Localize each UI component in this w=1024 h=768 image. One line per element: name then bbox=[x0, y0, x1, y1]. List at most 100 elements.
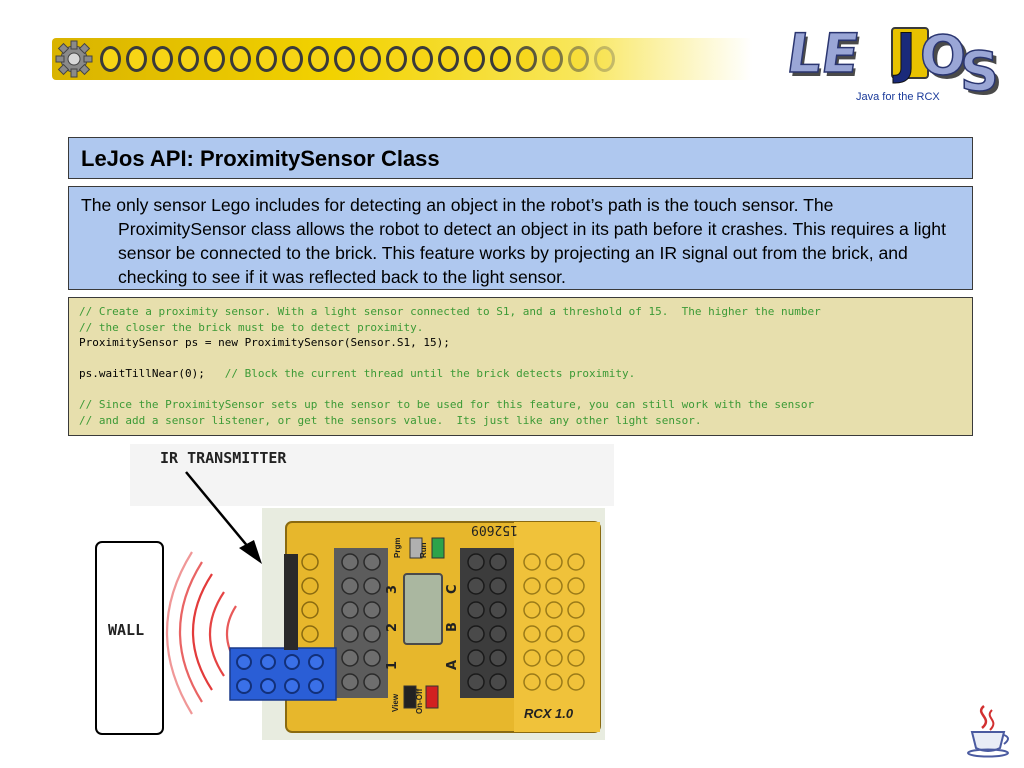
stud-icon bbox=[126, 46, 147, 72]
studs-row bbox=[100, 46, 615, 72]
svg-text:J: J bbox=[892, 22, 916, 85]
stud-icon bbox=[386, 46, 407, 72]
lego-stud-icon bbox=[341, 673, 359, 691]
lcd-display bbox=[403, 573, 443, 645]
stud-icon bbox=[542, 46, 563, 72]
port-2-label: 2 bbox=[385, 623, 400, 632]
lego-stud-icon bbox=[567, 649, 585, 667]
page-title: LeJos API: ProximitySensor Class bbox=[81, 146, 440, 171]
blue-stud-icon bbox=[236, 654, 252, 670]
lego-stud-icon bbox=[545, 601, 563, 619]
lego-stud-icon bbox=[489, 625, 507, 643]
svg-text:LE: LE bbox=[788, 26, 866, 89]
lego-stud-icon bbox=[523, 577, 541, 595]
logo-tagline: Java for the RCX bbox=[856, 91, 940, 103]
lego-stud-icon bbox=[545, 673, 563, 691]
title-box: LeJos API: ProximitySensor Class bbox=[68, 137, 973, 179]
blue-stud-icon bbox=[308, 678, 324, 694]
stud-icon bbox=[204, 46, 225, 72]
svg-text:LE: LE bbox=[788, 22, 863, 85]
arrow-head-icon bbox=[239, 540, 262, 564]
wall-label: WALL bbox=[108, 621, 144, 639]
lego-stud-icon bbox=[467, 625, 485, 643]
code-statement: ps.waitTillNear(0); bbox=[79, 367, 225, 380]
code-comment-line: // and add a sensor listener, or get the… bbox=[79, 413, 702, 427]
lego-stud-icon bbox=[523, 673, 541, 691]
run-button bbox=[431, 537, 445, 559]
lego-stud-icon bbox=[363, 577, 381, 595]
stud-icon bbox=[360, 46, 381, 72]
gear-icon bbox=[55, 40, 93, 78]
lego-stud-icon bbox=[523, 649, 541, 667]
lego-stud-icon bbox=[363, 601, 381, 619]
svg-text:S: S bbox=[964, 44, 1003, 106]
header-banner bbox=[52, 38, 752, 80]
blue-stud-icon bbox=[284, 678, 300, 694]
svg-text:S: S bbox=[960, 40, 999, 103]
java-cup-icon bbox=[967, 705, 1009, 758]
port-b-label: B bbox=[445, 622, 460, 632]
code-blank-line bbox=[79, 382, 972, 398]
stud-icon bbox=[256, 46, 277, 72]
lego-stud-icon bbox=[567, 601, 585, 619]
stud-icon bbox=[412, 46, 433, 72]
run-label: Run bbox=[419, 542, 428, 558]
stud-icon bbox=[516, 46, 537, 72]
lego-stud-icon bbox=[523, 601, 541, 619]
stud-icon bbox=[230, 46, 251, 72]
lego-stud-icon bbox=[545, 577, 563, 595]
code-comment-line: // the closer the brick must be to detec… bbox=[79, 320, 424, 334]
lego-stud-icon bbox=[341, 601, 359, 619]
code-blank-line bbox=[79, 351, 972, 367]
onoff-button bbox=[425, 685, 439, 709]
stud-icon bbox=[178, 46, 199, 72]
stud-icon bbox=[490, 46, 511, 72]
code-inline-comment: // Block the current thread until the br… bbox=[224, 367, 636, 380]
blue-stud-icon bbox=[260, 654, 276, 670]
blue-stud-icon bbox=[260, 678, 276, 694]
lejos-logo: LE LE J O O S S bbox=[788, 21, 1003, 106]
lego-stud-icon bbox=[545, 625, 563, 643]
ir-window bbox=[284, 554, 298, 650]
lego-stud-icon bbox=[341, 649, 359, 667]
wall-shape bbox=[95, 541, 164, 735]
lego-stud-icon bbox=[363, 649, 381, 667]
right-stud-block bbox=[460, 548, 514, 698]
view-button bbox=[403, 685, 417, 709]
port-1-label: 1 bbox=[385, 661, 400, 670]
onoff-label: On-Off bbox=[415, 688, 424, 714]
lego-stud-icon bbox=[545, 553, 563, 571]
lego-stud-icon bbox=[567, 577, 585, 595]
lego-stud-icon bbox=[489, 553, 507, 571]
description-text: The only sensor Lego includes for detect… bbox=[81, 195, 946, 287]
code-block: // Create a proximity sensor. With a lig… bbox=[68, 297, 973, 436]
code-comment-line: // Since the ProximitySensor sets up the… bbox=[79, 398, 815, 411]
stud-icon bbox=[568, 46, 589, 72]
stud-icon bbox=[438, 46, 459, 72]
lego-stud-icon bbox=[341, 577, 359, 595]
svg-text:O: O bbox=[920, 24, 966, 87]
rcx-illustration: IR TRANSMITTER WALL Prgm Run View On-Off… bbox=[95, 444, 614, 740]
brick-studs bbox=[301, 553, 585, 691]
lego-stud-icon bbox=[467, 673, 485, 691]
lego-stud-icon bbox=[467, 649, 485, 667]
port-3-label: 3 bbox=[385, 585, 400, 594]
lego-stud-icon bbox=[363, 625, 381, 643]
stud-icon bbox=[594, 46, 615, 72]
blue-stud-icon bbox=[236, 678, 252, 694]
lego-stud-icon bbox=[467, 577, 485, 595]
ir-waves bbox=[165, 551, 237, 715]
lego-stud-icon bbox=[341, 553, 359, 571]
lego-stud-icon bbox=[301, 577, 319, 595]
lego-stud-icon bbox=[363, 553, 381, 571]
stud-icon bbox=[464, 46, 485, 72]
lego-stud-icon bbox=[489, 649, 507, 667]
lego-stud-icon bbox=[301, 625, 319, 643]
stud-icon bbox=[152, 46, 173, 72]
stud-icon bbox=[334, 46, 355, 72]
prgm-button bbox=[409, 537, 423, 559]
left-stud-block bbox=[334, 548, 388, 698]
lego-stud-icon bbox=[545, 649, 563, 667]
code-statement-line: ProximitySensor ps = new ProximitySensor… bbox=[79, 336, 450, 349]
lego-stud-icon bbox=[341, 625, 359, 643]
